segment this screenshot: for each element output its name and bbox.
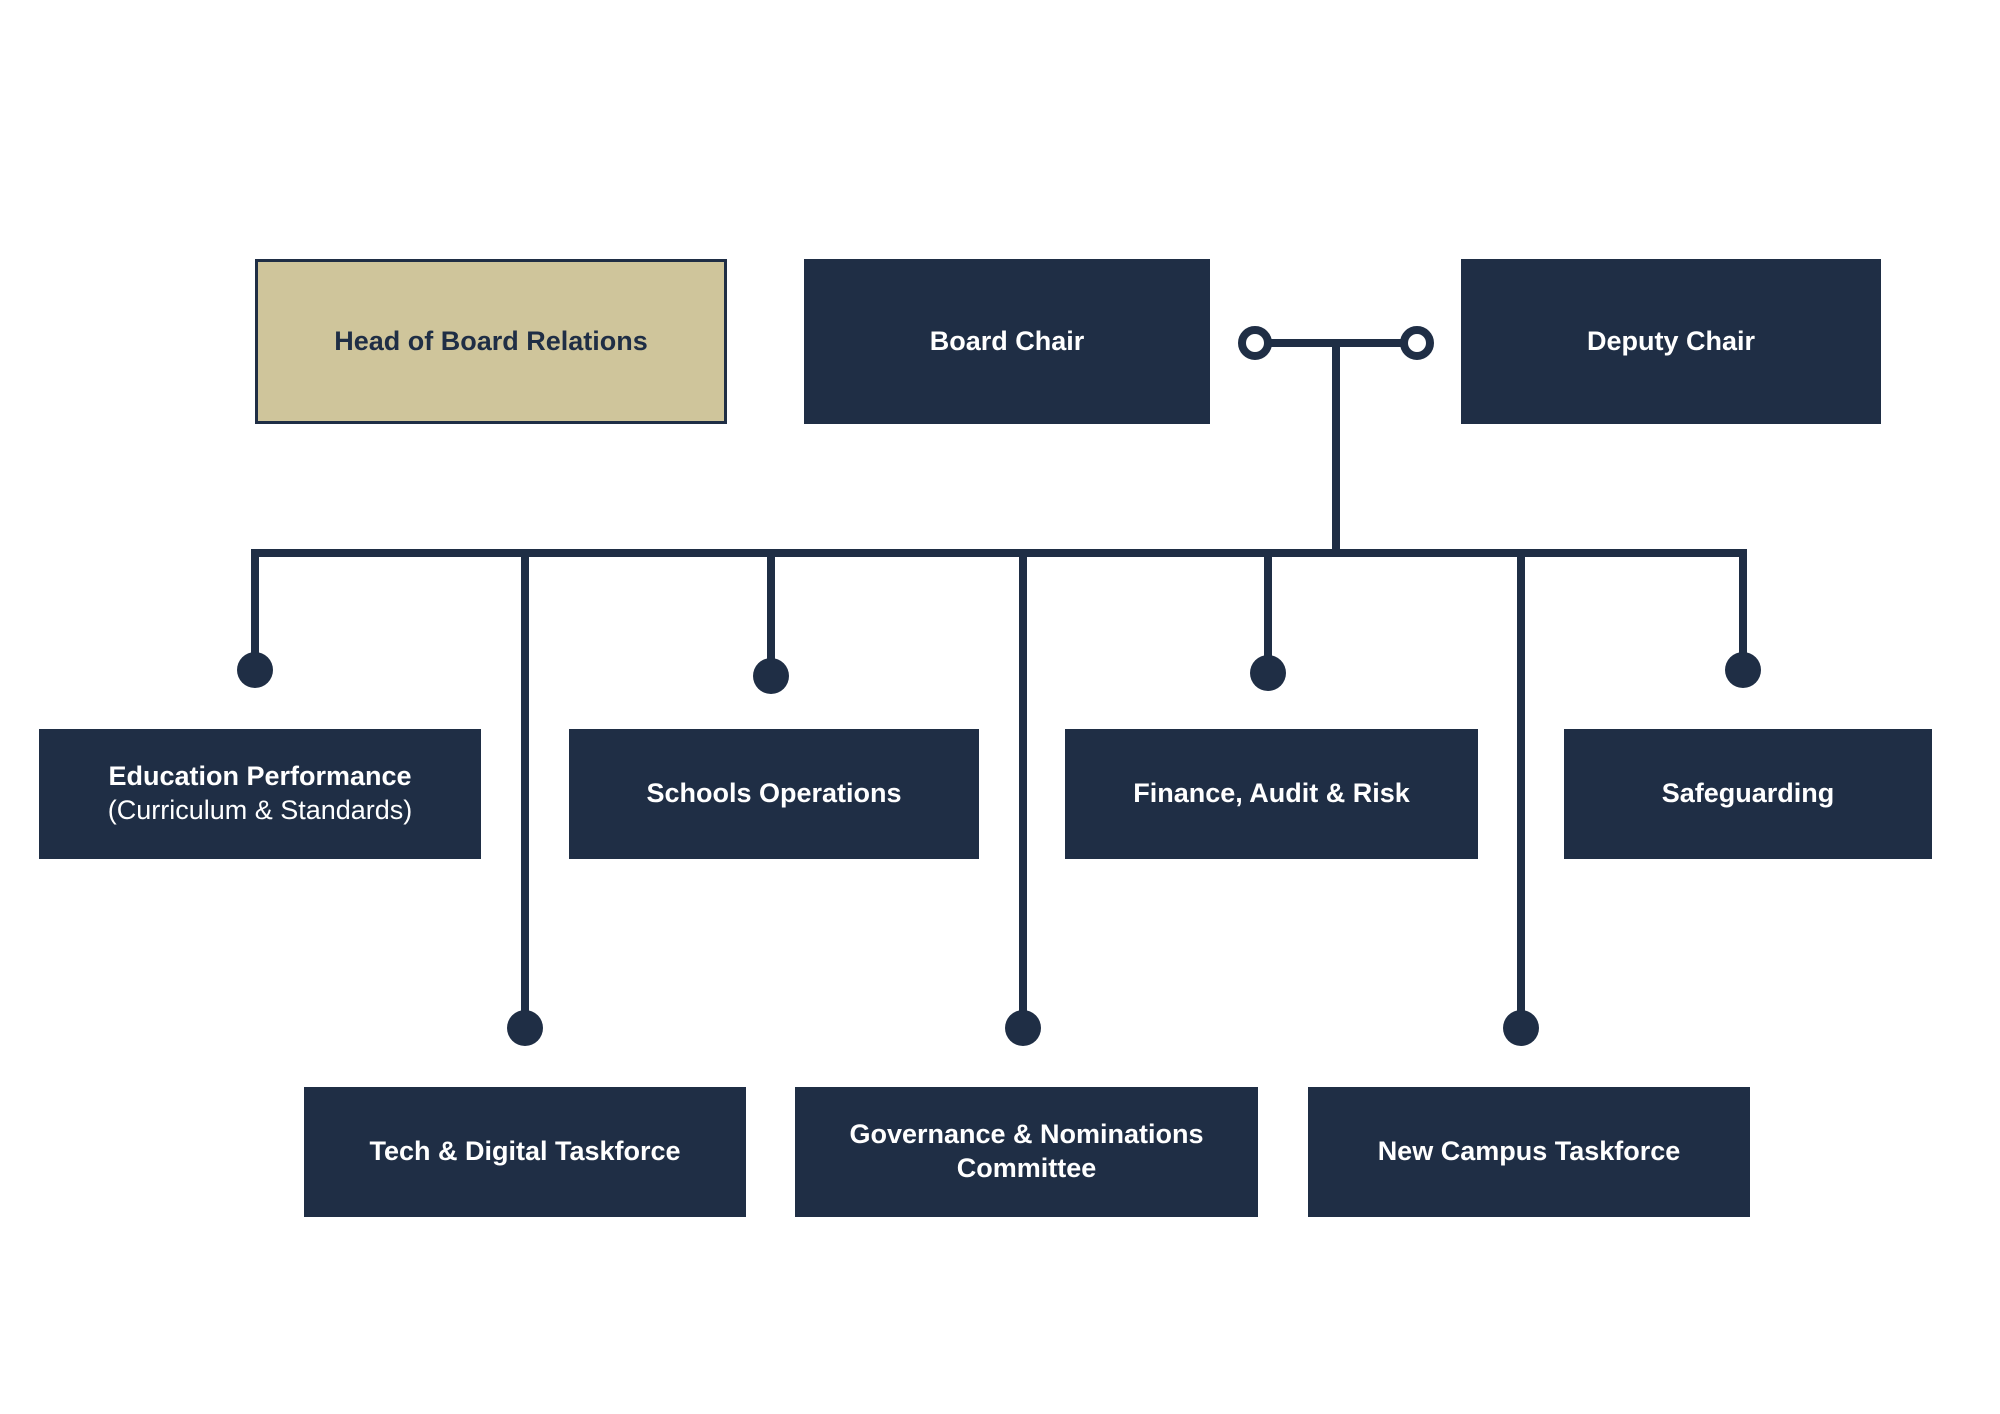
node-dot-tech — [507, 1010, 543, 1046]
node-dot-schools — [753, 658, 789, 694]
tech-digital-taskforce-box: Tech & Digital Taskforce — [304, 1087, 746, 1217]
link-ring-deputy — [1400, 326, 1434, 360]
node-dot-education — [237, 652, 273, 688]
deputy-chair-box: Deputy Chair — [1461, 259, 1881, 424]
board-chair-label: Board Chair — [929, 325, 1085, 356]
node-dot-safeguarding — [1725, 652, 1761, 688]
education-performance-sublabel: (Curriculum & Standards) — [107, 795, 413, 825]
schools-operations-box: Schools Operations — [569, 729, 979, 859]
head-of-board-relations-label: Head of Board Relations — [334, 325, 648, 356]
node-dot-new-campus — [1503, 1010, 1539, 1046]
governance-nominations-label: Governance & Nominations — [849, 1119, 1204, 1150]
safeguarding-label: Safeguarding — [1661, 778, 1835, 809]
deputy-chair-label: Deputy Chair — [1586, 325, 1756, 356]
new-campus-taskforce-label: New Campus Taskforce — [1377, 1136, 1681, 1167]
board-chair-box: Board Chair — [804, 259, 1210, 424]
finance-audit-risk-label: Finance, Audit & Risk — [1133, 778, 1410, 809]
schools-operations-label: Schools Operations — [646, 778, 902, 809]
head-of-board-relations-box: Head of Board Relations — [255, 259, 727, 424]
safeguarding-box: Safeguarding — [1564, 729, 1932, 859]
education-performance-box: Education Performance (Curriculum & Stan… — [39, 729, 481, 859]
governance-nominations-label-line2: Committee — [956, 1153, 1097, 1183]
tech-digital-taskforce-label: Tech & Digital Taskforce — [369, 1136, 681, 1167]
node-dot-finance — [1250, 655, 1286, 691]
new-campus-taskforce-box: New Campus Taskforce — [1308, 1087, 1750, 1217]
education-performance-label: Education Performance — [108, 761, 412, 792]
governance-nominations-box: Governance & Nominations Committee — [795, 1087, 1258, 1217]
link-ring-chair — [1238, 326, 1272, 360]
node-dot-governance — [1005, 1010, 1041, 1046]
finance-audit-risk-box: Finance, Audit & Risk — [1065, 729, 1478, 859]
